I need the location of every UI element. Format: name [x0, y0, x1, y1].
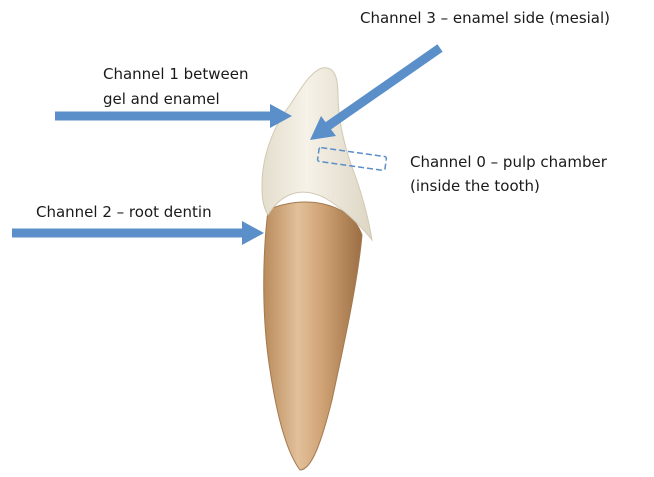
- label-channel-2: Channel 2 – root dentin: [36, 202, 212, 223]
- label-channel-0-line2: (inside the tooth): [410, 176, 540, 197]
- arrowhead-channel-2: [242, 221, 264, 245]
- label-channel-1-line2: gel and enamel: [103, 89, 220, 110]
- label-channel-3: Channel 3 – enamel side (mesial): [360, 8, 610, 29]
- arrow-channel-3: [328, 48, 440, 126]
- label-channel-1-line1: Channel 1 between: [103, 64, 249, 85]
- label-channel-0-line1: Channel 0 – pulp chamber: [410, 152, 607, 173]
- tooth-root: [264, 202, 362, 470]
